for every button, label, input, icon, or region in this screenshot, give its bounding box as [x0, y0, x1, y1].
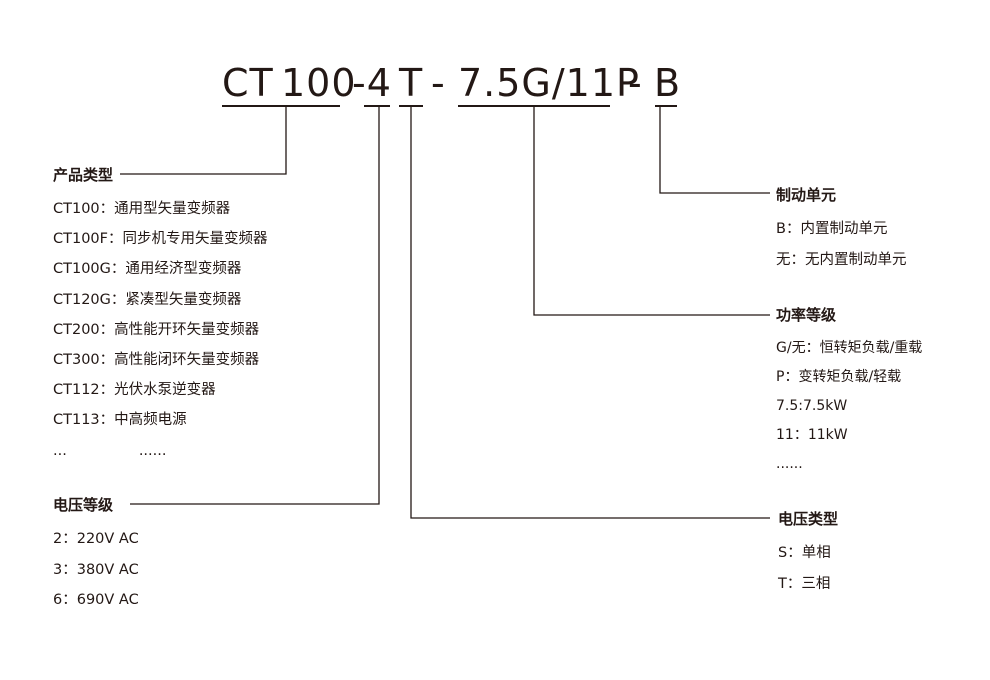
product-type-item: CT200：高性能开环矢量变频器	[53, 321, 260, 338]
product-type-ellipsis-row: .........	[53, 436, 268, 466]
power-level-item: P：变转矩负载/轻载	[776, 369, 902, 385]
product-type-item: CT100F：同步机专用矢量变频器	[53, 231, 268, 248]
voltage-level-item: 3：380V AC	[53, 561, 139, 578]
product-type-item: CT100：通用型矢量变频器	[53, 201, 231, 217]
power-level-item: G/无：恒转矩负载/重载	[776, 340, 923, 356]
connector-voltage-level	[130, 106, 380, 505]
underline-voltage	[364, 105, 390, 107]
power-level-title: 功率等级	[776, 306, 837, 324]
underline-phase	[399, 105, 423, 107]
power-level-item: ......	[776, 456, 803, 472]
connector-voltage-type	[410, 106, 770, 519]
voltage-type-item: S：单相	[778, 545, 831, 561]
ellipsis-a: ...	[53, 442, 67, 459]
code-brake: B	[654, 61, 682, 105]
ellipsis-b: ......	[138, 442, 167, 459]
code-power: 7.5G/11P	[458, 61, 640, 105]
code-ct: CT	[222, 61, 274, 105]
voltage-level-title: 电压等级	[53, 496, 114, 514]
voltage-type-item: T：三相	[778, 575, 831, 592]
voltage-type-list: S：单相 T：三相	[778, 538, 838, 599]
power-level-item: 7.5:7.5kW	[776, 398, 848, 414]
underline-series	[222, 105, 340, 107]
code-series: 100	[281, 61, 357, 105]
brake-unit-item: 无：无内置制动单元	[776, 251, 907, 268]
power-level-item: 11：11kW	[776, 427, 848, 443]
connector-power-level	[533, 106, 770, 316]
product-type-item: CT112：光伏水泵逆变器	[53, 382, 216, 399]
power-level-block: 功率等级 G/无：恒转矩负载/重载 P：变转矩负载/轻载 7.5:7.5kW 1…	[776, 304, 922, 479]
voltage-level-block: 电压等级 2：220V AC 3：380V AC 6：690V AC	[53, 494, 139, 616]
underline-brake	[655, 105, 677, 107]
voltage-level-list: 2：220V AC 3：380V AC 6：690V AC	[53, 524, 139, 616]
voltage-level-item: 2：220V AC	[53, 531, 139, 547]
voltage-level-item: 6：690V AC	[53, 592, 139, 608]
code-phase: T	[399, 61, 424, 105]
product-type-block: 产品类型 CT100：通用型矢量变频器 CT100F：同步机专用矢量变频器 CT…	[53, 164, 268, 466]
product-type-item: CT100G：通用经济型变频器	[53, 261, 242, 278]
code-voltage: -4	[352, 61, 392, 105]
product-type-item: CT300：高性能闭环矢量变频器	[53, 352, 260, 369]
code-sep-1: -	[431, 61, 446, 105]
brake-unit-list: B：内置制动单元 无：无内置制动单元	[776, 214, 907, 275]
product-type-title: 产品类型	[53, 166, 114, 184]
underline-power	[458, 105, 610, 107]
connector-product	[120, 106, 287, 175]
brake-unit-block: 制动单元 B：内置制动单元 无：无内置制动单元	[776, 184, 907, 275]
brake-unit-title: 制动单元	[776, 186, 837, 204]
power-level-list: G/无：恒转矩负载/重载 P：变转矩负载/轻载 7.5:7.5kW 11：11k…	[776, 334, 922, 479]
product-type-item: CT113：中高频电源	[53, 412, 187, 429]
voltage-type-block: 电压类型 S：单相 T：三相	[778, 508, 838, 599]
brake-unit-item: B：内置制动单元	[776, 221, 888, 237]
voltage-type-title: 电压类型	[778, 510, 839, 528]
code-sep-2: -	[628, 61, 643, 105]
product-type-item: CT120G：紧凑型矢量变频器	[53, 291, 242, 308]
product-type-list: CT100：通用型矢量变频器 CT100F：同步机专用矢量变频器 CT100G：…	[53, 194, 268, 466]
connector-brake	[659, 106, 770, 194]
